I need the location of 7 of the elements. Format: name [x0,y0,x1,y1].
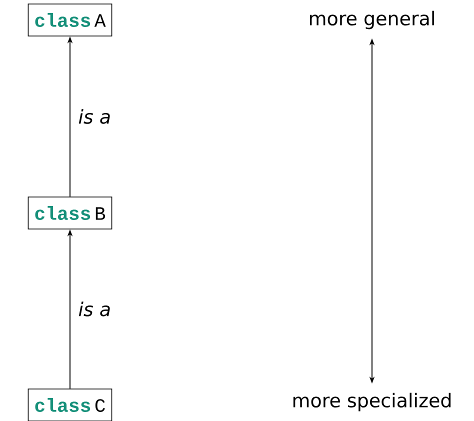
edge-label: is a [76,300,114,318]
class-box: class C [28,388,112,421]
class-box: class B [28,196,112,230]
class-box: class A [28,4,112,36]
text-label: more specialized [293,392,451,412]
text-label: more general [310,10,434,30]
edge-label: is a [76,107,114,126]
